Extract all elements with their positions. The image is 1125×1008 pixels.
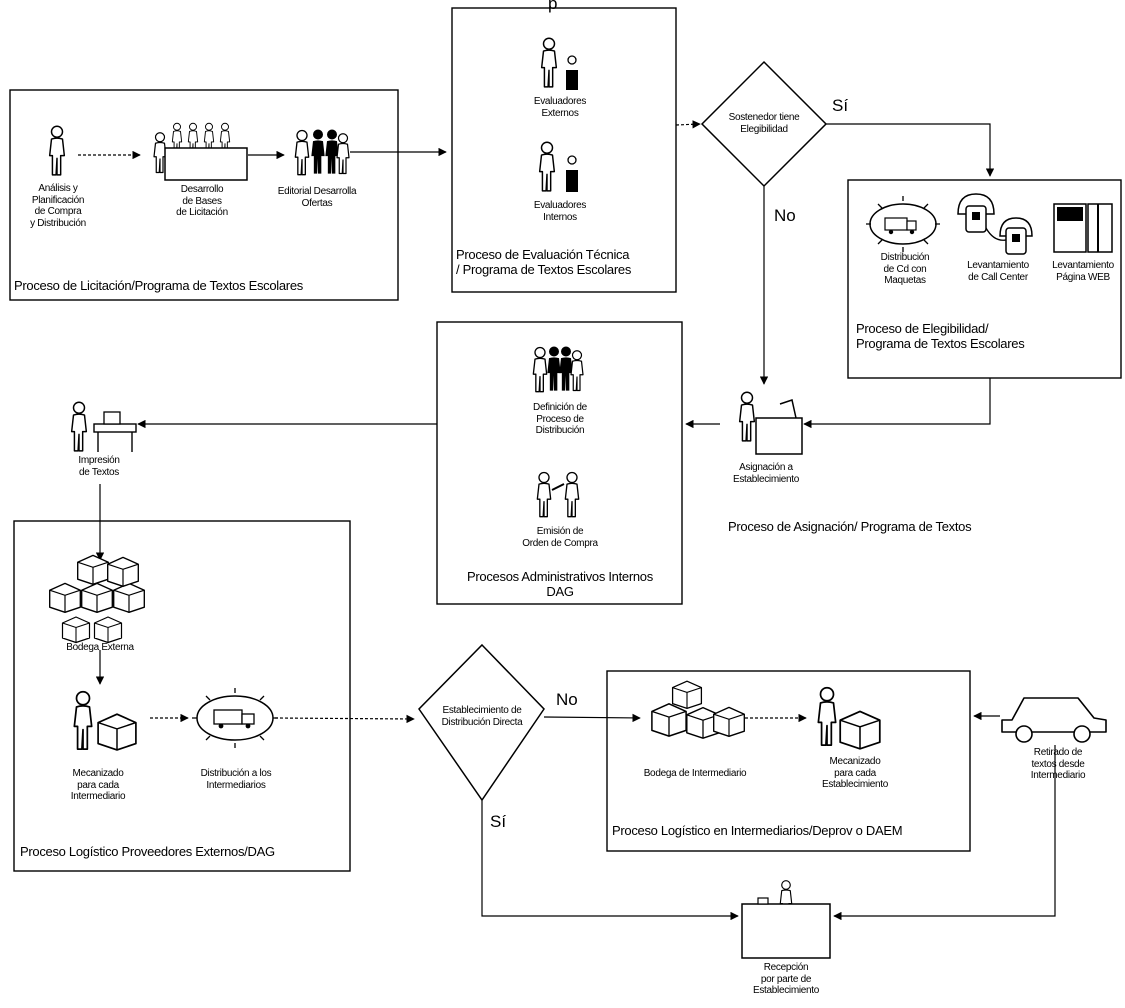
label-no-bottom: No xyxy=(556,690,578,709)
warehouse-stack-icon xyxy=(49,554,145,644)
mecanizado-intermediario-icon xyxy=(73,690,137,751)
process-title-licitacion: Proceso de Licitación/Programa de Textos… xyxy=(14,278,303,293)
process-box-logistico-intermediarios xyxy=(606,670,971,852)
process-title-elegibilidad: Proceso de Elegibilidad/ Programa de Tex… xyxy=(856,321,1025,351)
label-decision-distribucion-directa: Establecimiento de Distribución Directa xyxy=(441,705,523,728)
label-evaluadores-internos: Evaluadores Internos xyxy=(533,200,587,223)
label-retirado: Retirado de textos desde Intermediario xyxy=(1030,747,1086,781)
header-fragment: p xyxy=(548,0,558,13)
arrow-si-recepcion xyxy=(481,800,739,921)
mecanizado-establecimiento-icon xyxy=(817,686,881,750)
arrow-retirado-recepcion xyxy=(833,745,1056,921)
process-title-evaluacion: Proceso de Evaluación Técnica / Programa… xyxy=(456,247,632,277)
cd-distribution-icon xyxy=(866,196,940,252)
label-evaluadores-externos: Evaluadores Externos xyxy=(533,96,587,119)
label-web: Levantamiento Página WEB xyxy=(1052,260,1114,283)
process-title-logistico-proveedores: Proceso Logístico Proveedores Externos/D… xyxy=(20,844,275,859)
process-box-elegibilidad xyxy=(847,179,1122,379)
printer-operator-icon xyxy=(70,401,137,452)
arrow-no-bodega-intermediario xyxy=(543,713,641,723)
label-decision-elegibilidad: Sostenedor tiene Elegibilidad xyxy=(728,112,800,135)
analisis-person-icon xyxy=(48,125,66,176)
process-title-asignacion: Proceso de Asignación/ Programa de Texto… xyxy=(728,519,972,534)
evaluadores-internos-icon xyxy=(538,141,578,192)
label-mecanizado-intermediario: Mecanizado para cada Intermediario xyxy=(70,768,126,802)
label-asignacion: Asignación a Establecimiento xyxy=(732,462,800,485)
process-box-logistico-proveedores xyxy=(13,520,351,872)
process-box-evaluacion xyxy=(451,7,677,293)
label-callcenter: Levantamiento de Call Center xyxy=(967,260,1029,283)
bodega-intermediario-icon xyxy=(651,680,745,739)
arrow-si-elegibilidad xyxy=(826,123,995,177)
evaluadores-externos-icon xyxy=(540,37,578,90)
label-desarrollo-bases: Desarrollo de Bases de Licitación xyxy=(176,184,228,218)
arrow-distribucion-decision xyxy=(274,714,415,724)
web-server-icon xyxy=(1053,203,1113,253)
label-impresion: Impresión de Textos xyxy=(78,455,120,478)
team-meeting-icon xyxy=(153,122,248,181)
handshake-icon xyxy=(536,471,580,518)
label-si-top: Sí xyxy=(832,96,849,115)
label-no-top: No xyxy=(774,206,796,225)
label-bodega-externa: Bodega Externa xyxy=(66,642,134,653)
label-recepcion: Recepción por parte de Establecimiento xyxy=(752,962,820,996)
truck-distribution-icon xyxy=(192,688,278,748)
label-definicion: Definición de Proceso de Distribución xyxy=(533,402,587,436)
editorial-group-icon xyxy=(294,129,350,176)
car-icon xyxy=(1001,697,1107,743)
process-box-licitacion xyxy=(9,89,399,301)
arrow-evaluacion-decision xyxy=(675,120,701,129)
callcenter-phones-icon xyxy=(957,193,1033,255)
arrow-elegibilidad-asignacion xyxy=(803,378,991,429)
desk-worker-icon xyxy=(738,391,803,455)
process-title-logistico-intermediarios: Proceso Logístico en Intermediarios/Depr… xyxy=(612,823,903,838)
label-distribucion-cd: Distribución de Cd con Maquetas xyxy=(880,252,930,286)
label-editorial: Editorial Desarrolla Ofertas xyxy=(277,186,357,209)
label-si-bottom: Sí xyxy=(490,812,507,831)
label-bodega-intermediario: Bodega de Intermediario xyxy=(643,768,747,779)
label-mecanizado-establecimiento: Mecanizado para cada Establecimiento xyxy=(821,756,889,790)
connectors xyxy=(78,120,1056,921)
label-distribucion-intermediarios: Distribución a los Intermediarios xyxy=(200,768,272,791)
label-analisis: Análisis y Planificación de Compra y Dis… xyxy=(30,183,86,229)
reception-desk-icon xyxy=(741,880,831,959)
process-title-administrativos: Procesos Administrativos Internos DAG xyxy=(467,569,653,599)
process-box-administrativos xyxy=(436,321,683,605)
label-emision: Emisión de Orden de Compra xyxy=(522,526,598,549)
definicion-group-icon xyxy=(532,346,584,393)
